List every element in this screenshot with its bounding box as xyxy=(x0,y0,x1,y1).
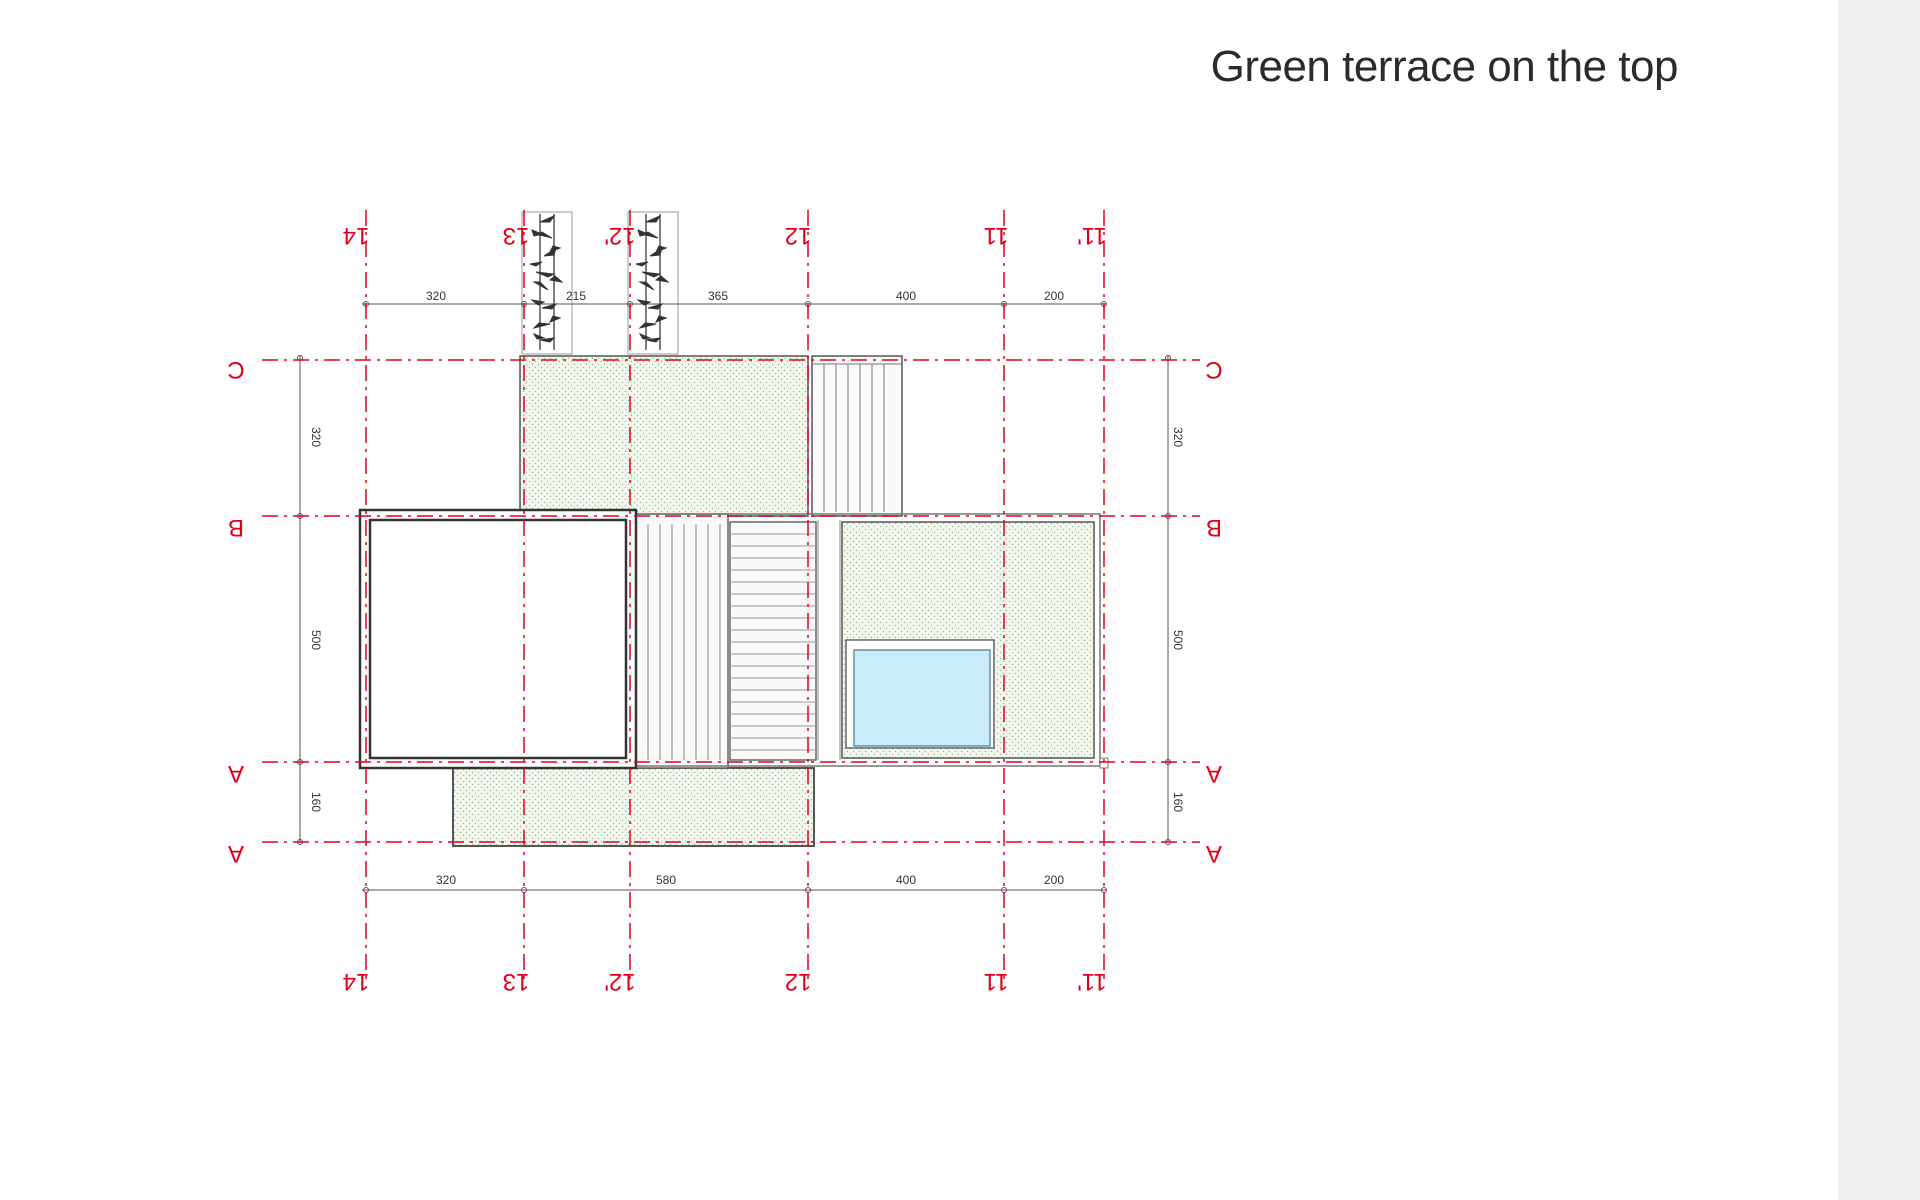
roof-volume xyxy=(358,508,638,770)
row-axis-labels-left: C B A A xyxy=(227,356,244,867)
dimension-label: 500 xyxy=(309,630,323,650)
drawing-page: Green terrace on the top xyxy=(227,42,1679,995)
grid-axis-label: 13 xyxy=(503,968,530,995)
grid-axis-label: 11' xyxy=(1077,222,1107,249)
grid-axis-label: 14 xyxy=(343,968,370,995)
grid-axis-label: 11' xyxy=(1077,968,1107,995)
grid-axis-label: A xyxy=(1206,760,1222,787)
dimension-label: 160 xyxy=(309,792,323,812)
grid-axis-label: 11 xyxy=(984,968,1009,995)
dimension-label: 200 xyxy=(1044,289,1064,303)
row-axis-labels-right: C B A A xyxy=(1205,356,1222,867)
timber-deck-north xyxy=(811,355,903,517)
dimension-label: 320 xyxy=(436,873,456,887)
dimension-label: 200 xyxy=(1044,873,1064,887)
grid-axis-label: 14 xyxy=(343,222,370,249)
green-terrace-south xyxy=(452,767,815,847)
dimension-label: 580 xyxy=(656,873,676,887)
dimension-label: 400 xyxy=(896,289,916,303)
grid-axis-label: 11 xyxy=(984,222,1009,249)
dimension-label: 500 xyxy=(1171,630,1185,650)
grid-axis-label: 12 xyxy=(785,968,812,995)
dimension-label: 215 xyxy=(566,289,586,303)
green-terrace-north xyxy=(519,355,809,517)
dimension-label: 320 xyxy=(309,427,323,447)
top-dimension-labels: 320 215 365 400 200 xyxy=(426,289,1064,303)
grid-axis-label: A xyxy=(228,760,244,787)
dimension-label: 160 xyxy=(1171,792,1185,812)
dimension-label: 320 xyxy=(1171,427,1185,447)
dimension-label: 365 xyxy=(708,289,728,303)
grid-axis-label: C xyxy=(227,356,244,383)
page-title: Green terrace on the top xyxy=(1210,42,1679,91)
left-dimension-labels: 320 500 160 xyxy=(309,427,323,812)
dimension-lines xyxy=(297,301,1171,893)
grid-axis-label: B xyxy=(1206,514,1222,541)
grid-axis-label: 12' xyxy=(604,968,635,995)
timber-deck-vertical xyxy=(635,513,729,769)
column-axis-labels-bottom: 14 13 12' 12 11 11' xyxy=(343,968,1107,995)
bottom-dimension-labels: 320 580 400 200 xyxy=(436,873,1064,887)
pool xyxy=(845,639,995,749)
timber-deck-horizontal xyxy=(729,521,817,761)
grid-axis-label: B xyxy=(228,514,244,541)
grid-axes xyxy=(262,210,1200,982)
right-dimension-labels: 320 500 160 xyxy=(1171,427,1185,812)
column-axis-labels-top: 14 13 12' 12 11 11' xyxy=(343,222,1107,249)
grid-axis-label: A xyxy=(228,840,244,867)
grid-axis-label: A xyxy=(1206,840,1222,867)
side-panel xyxy=(1838,0,1920,1200)
dimension-label: 400 xyxy=(896,873,916,887)
grid-axis-label: 13 xyxy=(503,222,530,249)
grid-axis-label: 12' xyxy=(604,222,635,249)
grid-axis-label: 12 xyxy=(785,222,812,249)
dimension-label: 320 xyxy=(426,289,446,303)
floor-plan: 320 215 365 400 200 320 580 400 200 320 … xyxy=(227,210,1223,995)
grid-axis-label: C xyxy=(1205,356,1222,383)
bamboo-plant-icon xyxy=(529,214,670,350)
